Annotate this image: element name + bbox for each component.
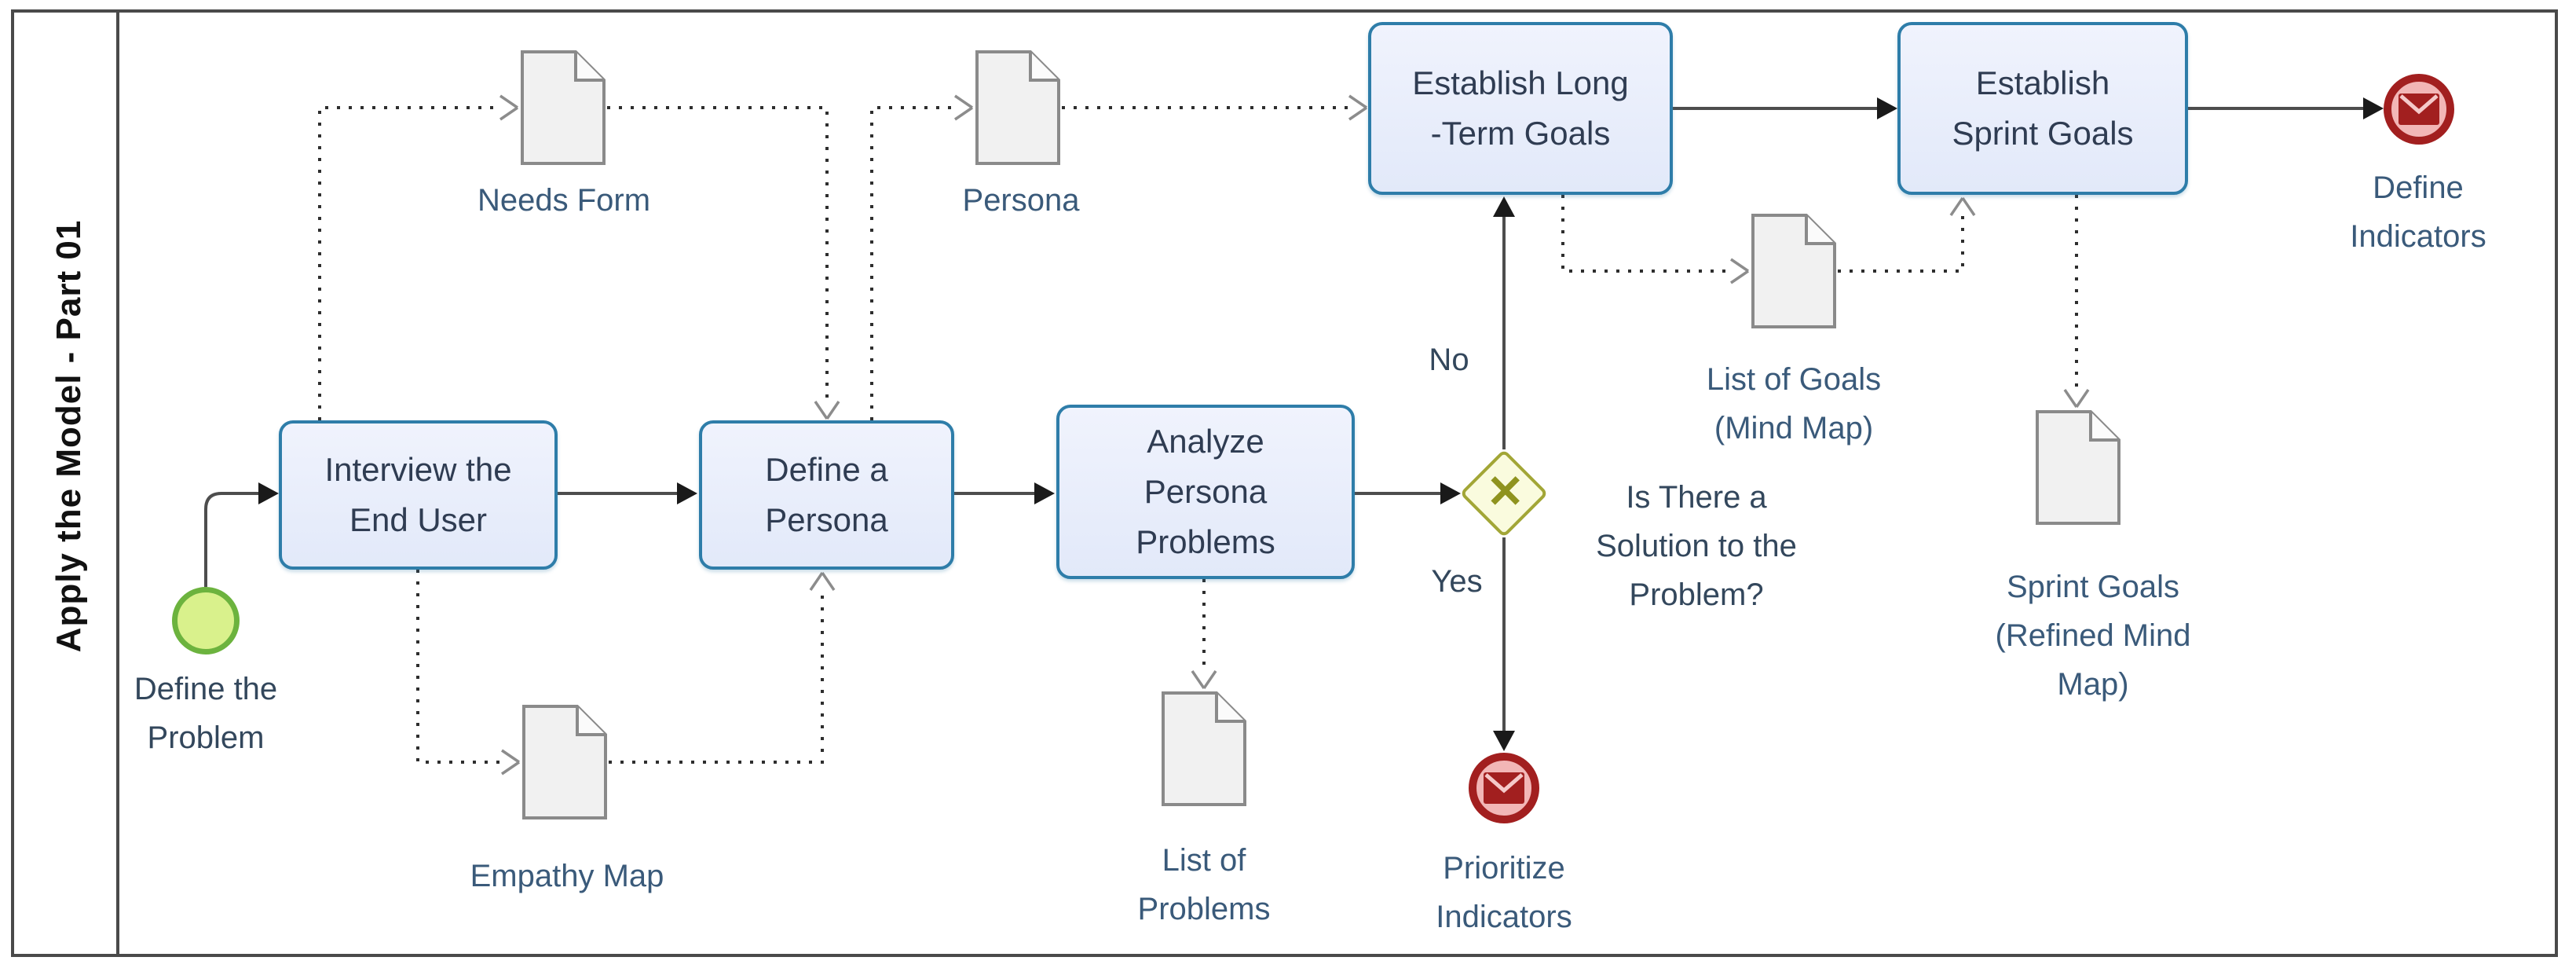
flow-analyze-to-gateway <box>1355 482 1461 504</box>
task-establish-sprint-goals[interactable]: Establish Sprint Goals <box>1897 22 2188 195</box>
flow-long-term-to-sprint <box>1673 97 1897 119</box>
assoc-long-term-to-list-of-goals <box>1561 195 1749 284</box>
flow-interview-to-define-persona <box>558 482 697 504</box>
document-persona-label: Persona <box>962 183 1080 218</box>
document-list-of-goals[interactable] <box>1750 212 1838 330</box>
gateway-question-label: Is There a Solution to the Problem? <box>1596 480 1797 612</box>
xor-cross-icon: ✕ <box>1486 466 1524 518</box>
assoc-analyze-to-list-of-problems <box>1191 579 1217 689</box>
end-event-prioritize-indicators[interactable] <box>1469 753 1539 823</box>
assoc-persona-to-long-term <box>1062 94 1367 121</box>
task-interview-end-user[interactable]: Interview the End User <box>279 420 558 570</box>
task-establish-long-term-goals[interactable]: Establish Long -Term Goals <box>1368 22 1673 195</box>
document-list-of-problems[interactable] <box>1160 690 1248 808</box>
assoc-define-persona-to-persona <box>870 94 973 420</box>
flow-define-persona-to-analyze <box>954 482 1055 504</box>
assoc-needs-form-to-define-persona <box>607 106 840 420</box>
gateway-no-label: No <box>1429 343 1469 377</box>
document-sprint-goals[interactable] <box>2034 409 2122 526</box>
document-icon <box>1162 691 1246 806</box>
assoc-interview-to-needs-form <box>318 94 518 420</box>
document-icon <box>975 50 1060 165</box>
task-analyze-persona-problems[interactable]: Analyze Persona Problems <box>1056 405 1355 579</box>
document-icon <box>521 50 606 165</box>
document-icon <box>1751 214 1836 328</box>
document-empathy-map-label: Empathy Map <box>470 859 664 893</box>
flow-gateway-yes-to-prioritize <box>1493 537 1515 751</box>
document-list-of-problems-label: List of Problems <box>1137 843 1271 926</box>
start-event-label: Define the Problem <box>134 672 278 755</box>
message-envelope-icon <box>2399 94 2439 125</box>
document-needs-form-label: Needs Form <box>477 183 651 218</box>
gateway-yes-label: Yes <box>1431 564 1483 599</box>
document-empathy-map[interactable] <box>521 703 609 821</box>
flow-sprint-to-define-indicators <box>2188 97 2384 119</box>
task-define-persona[interactable]: Define a Persona <box>699 420 954 570</box>
assoc-list-of-goals-to-sprint <box>1838 197 1976 273</box>
end-event-prioritize-label: Prioritize Indicators <box>1436 851 1572 934</box>
document-icon <box>522 705 607 820</box>
document-sprint-goals-label: Sprint Goals (Refined Mind Map) <box>1995 570 2191 702</box>
document-icon <box>2036 410 2120 525</box>
document-needs-form[interactable] <box>519 49 607 167</box>
lane-label-band <box>11 9 119 957</box>
message-envelope-icon <box>1484 772 1524 804</box>
assoc-sprint-to-sprint-goals-doc <box>2063 195 2090 408</box>
assoc-interview-to-empathy-map <box>416 570 520 776</box>
document-list-of-goals-label: List of Goals (Mind Map) <box>1706 362 1882 446</box>
flow-gateway-no-to-long-term <box>1493 196 1515 449</box>
assoc-empathy-map-to-define-persona <box>609 572 836 764</box>
start-event-define-problem[interactable] <box>172 587 240 654</box>
document-persona[interactable] <box>974 49 1062 167</box>
end-event-define-indicators[interactable] <box>2384 74 2454 145</box>
flow-start-to-interview <box>204 482 279 587</box>
end-event-define-label: Define Indicators <box>2350 170 2486 254</box>
